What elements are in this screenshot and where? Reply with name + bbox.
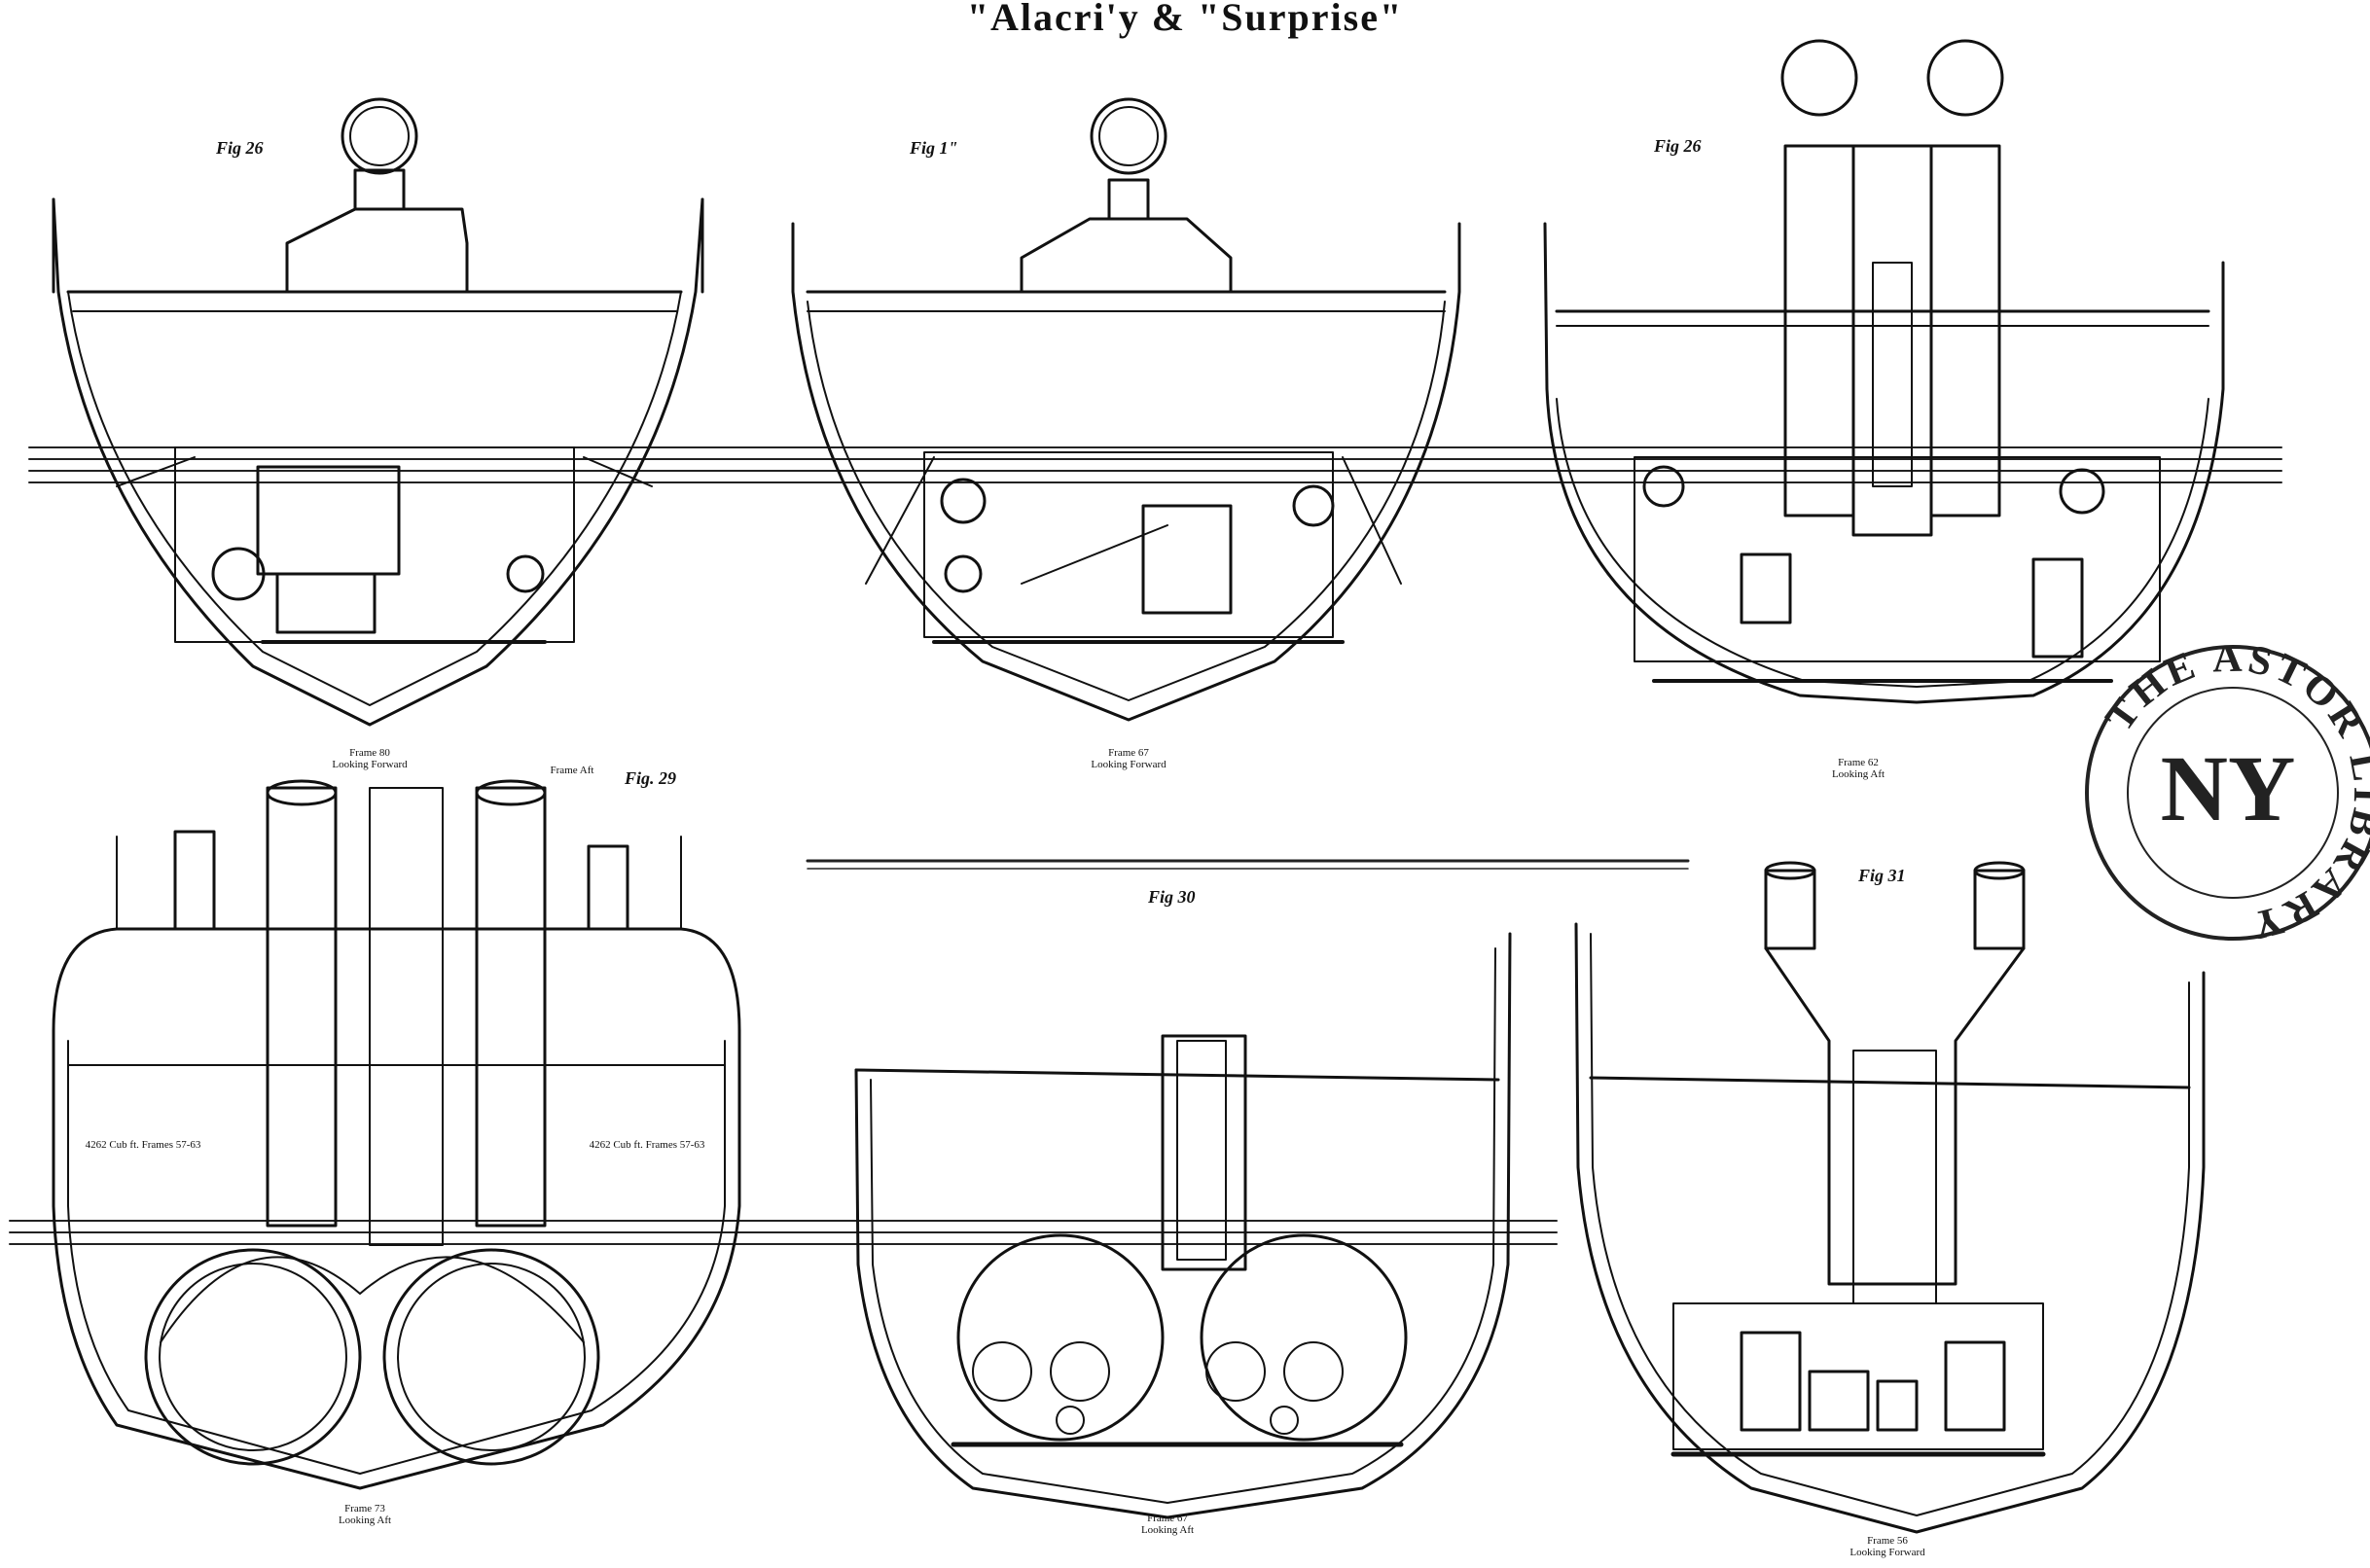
waterline-bottom <box>9 1220 1558 1245</box>
figure-label-2: Fig 1" <box>910 138 958 158</box>
figure-caption-6: Frame 56 Looking Forward <box>1829 1535 1946 1558</box>
hull-fig1-middle <box>791 97 1461 722</box>
caption-frame: Frame 62 <box>1838 757 1879 768</box>
figure-label-1: Fig 26 <box>216 138 264 158</box>
caption-frame: Frame 80 <box>349 747 390 759</box>
plate-title: "Alacri'y & "Surprise" <box>966 0 1404 39</box>
caption-frame: Frame 67 <box>1147 1513 1188 1524</box>
caption-frame: Frame 56 <box>1867 1535 1908 1547</box>
figure-label-3: Fig 26 <box>1654 136 1702 156</box>
caption-direction: Looking Forward <box>1849 1547 1925 1558</box>
bunker-note-left: 4262 Cub ft. Frames 57-63 <box>85 1139 201 1151</box>
library-stamp <box>2085 645 2370 941</box>
caption-direction: Looking Aft <box>338 1515 392 1526</box>
figure-caption-4: Frame 73 Looking Aft <box>306 1503 423 1526</box>
caption-frame: Frame 67 <box>1108 747 1149 759</box>
frame-aft-note: Frame Aft <box>550 765 594 776</box>
figure-label-5: Fig 30 <box>1148 887 1196 907</box>
figure-caption-1: Frame 80 Looking Forward <box>311 747 428 770</box>
caption-direction: Looking Forward <box>1091 759 1167 770</box>
bunker-note-right: 4262 Cub ft. Frames 57-63 <box>589 1139 705 1151</box>
stamp-text-layer: THE ASTOR LIBRARY NY <box>2098 647 2370 939</box>
stamp-center-text: NY <box>2161 736 2296 840</box>
hull-fig31-right <box>1574 861 2206 1534</box>
figure-label-4: Fig. 29 <box>625 768 677 788</box>
waterline-top <box>28 446 2282 483</box>
figure-caption-5: Frame 67 Looking Aft <box>1109 1513 1226 1536</box>
figure-caption-2: Frame 67 Looking Forward <box>1070 747 1187 770</box>
figure-label-6: Fig 31 <box>1858 866 1906 885</box>
caption-frame: Frame 73 <box>344 1503 385 1515</box>
caption-direction: Looking Aft <box>1140 1524 1195 1536</box>
caption-direction: Looking Forward <box>332 759 408 770</box>
hull-fig29-left <box>52 779 741 1490</box>
figure-caption-3: Frame 62 Looking Aft <box>1800 757 1917 780</box>
hull-fig30-middle <box>854 932 1512 1519</box>
hull-fig26-right <box>1543 39 2225 704</box>
caption-direction: Looking Aft <box>1831 768 1885 780</box>
baseline-marker <box>806 859 1690 870</box>
hull-fig26-left <box>52 97 704 727</box>
